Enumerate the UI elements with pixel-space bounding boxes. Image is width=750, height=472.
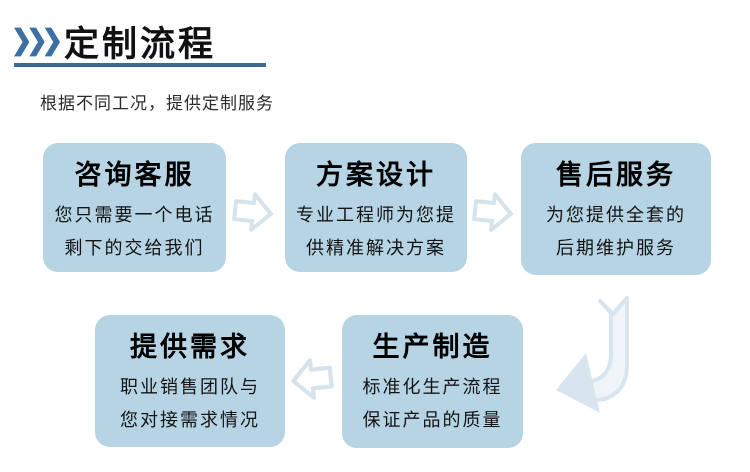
step-card-production: 生产制造 标准化生产流程 保证产品的质量	[342, 315, 523, 448]
step-card-requirements: 提供需求 职业销售团队与 您对接需求情况	[95, 315, 285, 447]
section-subtitle: 根据不同工况，提供定制服务	[40, 94, 274, 113]
arrow-left-icon	[291, 358, 334, 400]
step-description-line: 专业工程师为您提	[296, 205, 456, 225]
step-description-line: 剩下的交给我们	[64, 238, 205, 258]
step-description-line: 职业销售团队与	[120, 377, 260, 397]
triple-chevron-icon	[14, 27, 60, 57]
arrow-right-icon	[232, 192, 273, 232]
step-title: 方案设计	[316, 160, 436, 190]
step-title: 售后服务	[556, 160, 676, 190]
step-title: 咨询客服	[74, 160, 195, 190]
step-description-line: 为您提供全套的	[546, 205, 686, 225]
step-card-aftersales: 售后服务 为您提供全套的 后期维护服务	[521, 143, 711, 275]
title-underline	[14, 63, 266, 67]
step-description-line: 供精准解决方案	[306, 238, 446, 258]
step-description-line: 您对接需求情况	[120, 410, 260, 430]
step-card-design: 方案设计 专业工程师为您提 供精准解决方案	[285, 143, 467, 272]
step-description-line: 保证产品的质量	[362, 410, 503, 430]
step-title: 提供需求	[130, 332, 250, 362]
step-description-line: 标准化生产流程	[362, 377, 503, 397]
step-description-line: 后期维护服务	[556, 238, 676, 258]
step-card-consult: 咨询客服 您只需要一个电话 剩下的交给我们	[43, 143, 226, 272]
arrow-right-icon	[472, 192, 513, 232]
curved-arrow-down-left-icon	[556, 296, 629, 413]
step-description-line: 您只需要一个电话	[54, 205, 215, 225]
step-title: 生产制造	[372, 332, 493, 362]
page-title: 定制流程	[64, 25, 217, 64]
